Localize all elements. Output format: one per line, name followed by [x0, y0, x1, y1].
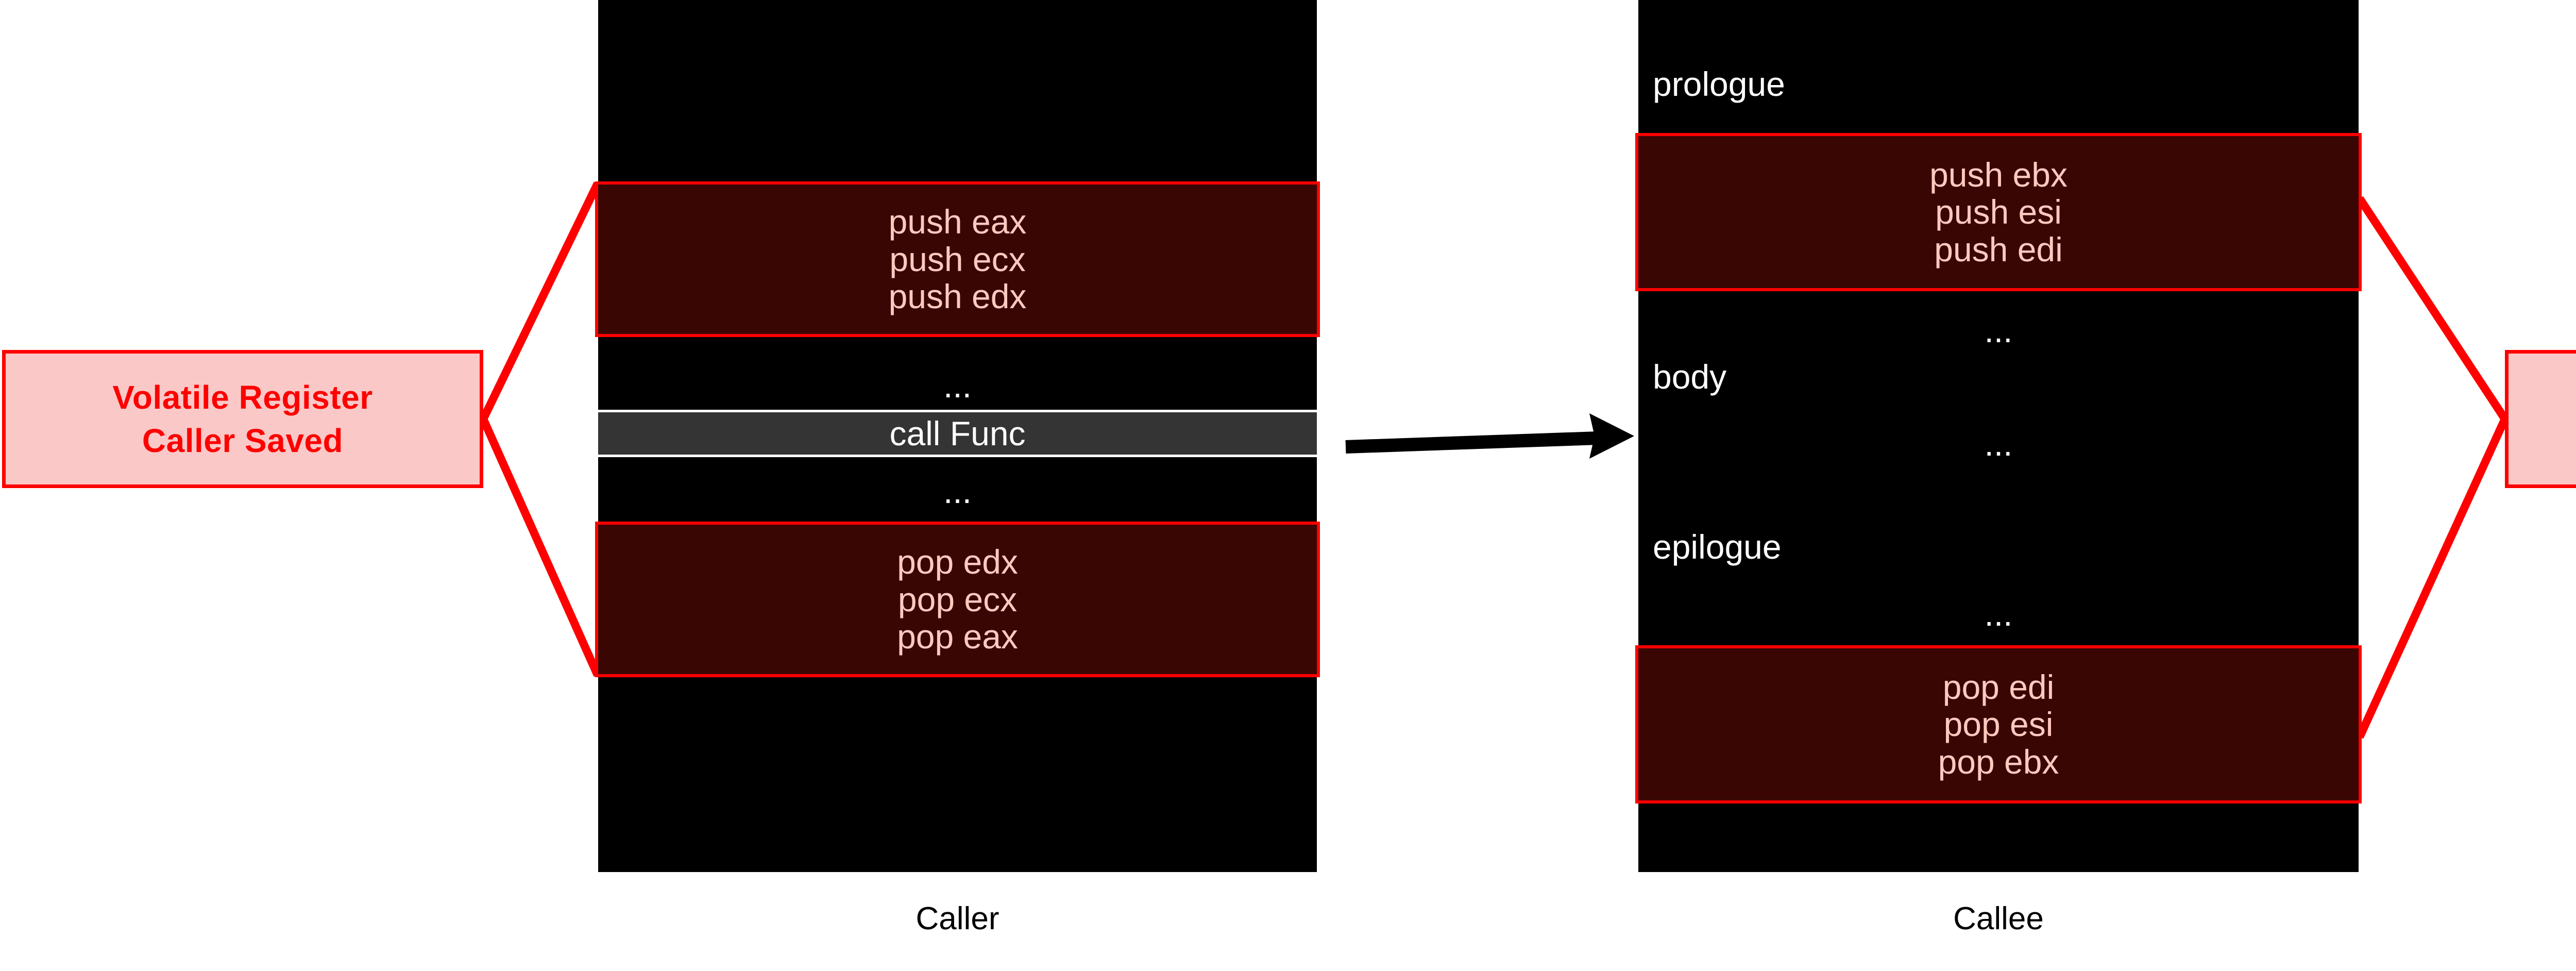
caller-caption: Caller	[916, 901, 999, 936]
call-func-label: call Func	[889, 414, 1026, 453]
callee-pop-line-1: pop edi	[1942, 667, 2055, 706]
anno-left-line2: Caller Saved	[142, 422, 344, 459]
callee-section-prologue: prologue	[1653, 65, 1785, 103]
connector-left-upper	[479, 181, 602, 421]
anno-left-line1: Volatile Register	[112, 378, 373, 416]
nonvolatile-register-annotation: non-Volatile Register Callee Saved	[2505, 350, 2576, 488]
caller-saved-pop-block: pop edx pop ecx pop eax	[595, 522, 1320, 677]
connector-left-lower	[479, 417, 602, 677]
callee-ellipsis-body: ...	[1984, 425, 2013, 463]
callee-push-line-1: push ebx	[1929, 155, 2067, 194]
caller-ellipsis-before-call: ...	[943, 366, 972, 405]
caller-push-line-2: push ecx	[889, 240, 1026, 278]
caller-ellipsis-after-call: ...	[943, 472, 972, 510]
connector-right-upper	[2356, 196, 2509, 422]
callee-ellipsis-epilogue: ...	[1984, 595, 2013, 633]
callee-section-epilogue: epilogue	[1653, 528, 1782, 566]
caller-pop-line-3: pop eax	[897, 617, 1018, 656]
callee-saved-push-block: push ebx push esi push edi	[1635, 133, 2362, 291]
caller-push-line-3: push edx	[888, 277, 1027, 316]
callee-push-line-3: push edi	[1934, 230, 2063, 269]
call-func-instruction: call Func	[598, 410, 1317, 457]
call-flow-arrow	[1345, 413, 1634, 459]
callee-pop-line-3: pop ebx	[1938, 742, 2059, 781]
connector-right-lower	[2355, 417, 2509, 739]
callee-saved-pop-block: pop edi pop esi pop ebx	[1635, 645, 2362, 803]
callee-push-line-2: push esi	[1935, 193, 2062, 231]
caller-push-line-1: push eax	[888, 203, 1027, 241]
caller-saved-push-block: push eax push ecx push edx	[595, 181, 1320, 337]
volatile-register-annotation: Volatile Register Caller Saved	[2, 350, 483, 488]
callee-caption: Callee	[1953, 901, 2044, 936]
caller-pop-line-1: pop edx	[897, 543, 1018, 581]
callee-pop-line-2: pop esi	[1943, 705, 2054, 744]
callee-ellipsis-prologue: ...	[1984, 311, 2013, 349]
caller-pop-line-2: pop ecx	[897, 580, 1018, 618]
callee-section-body: body	[1653, 358, 1727, 396]
